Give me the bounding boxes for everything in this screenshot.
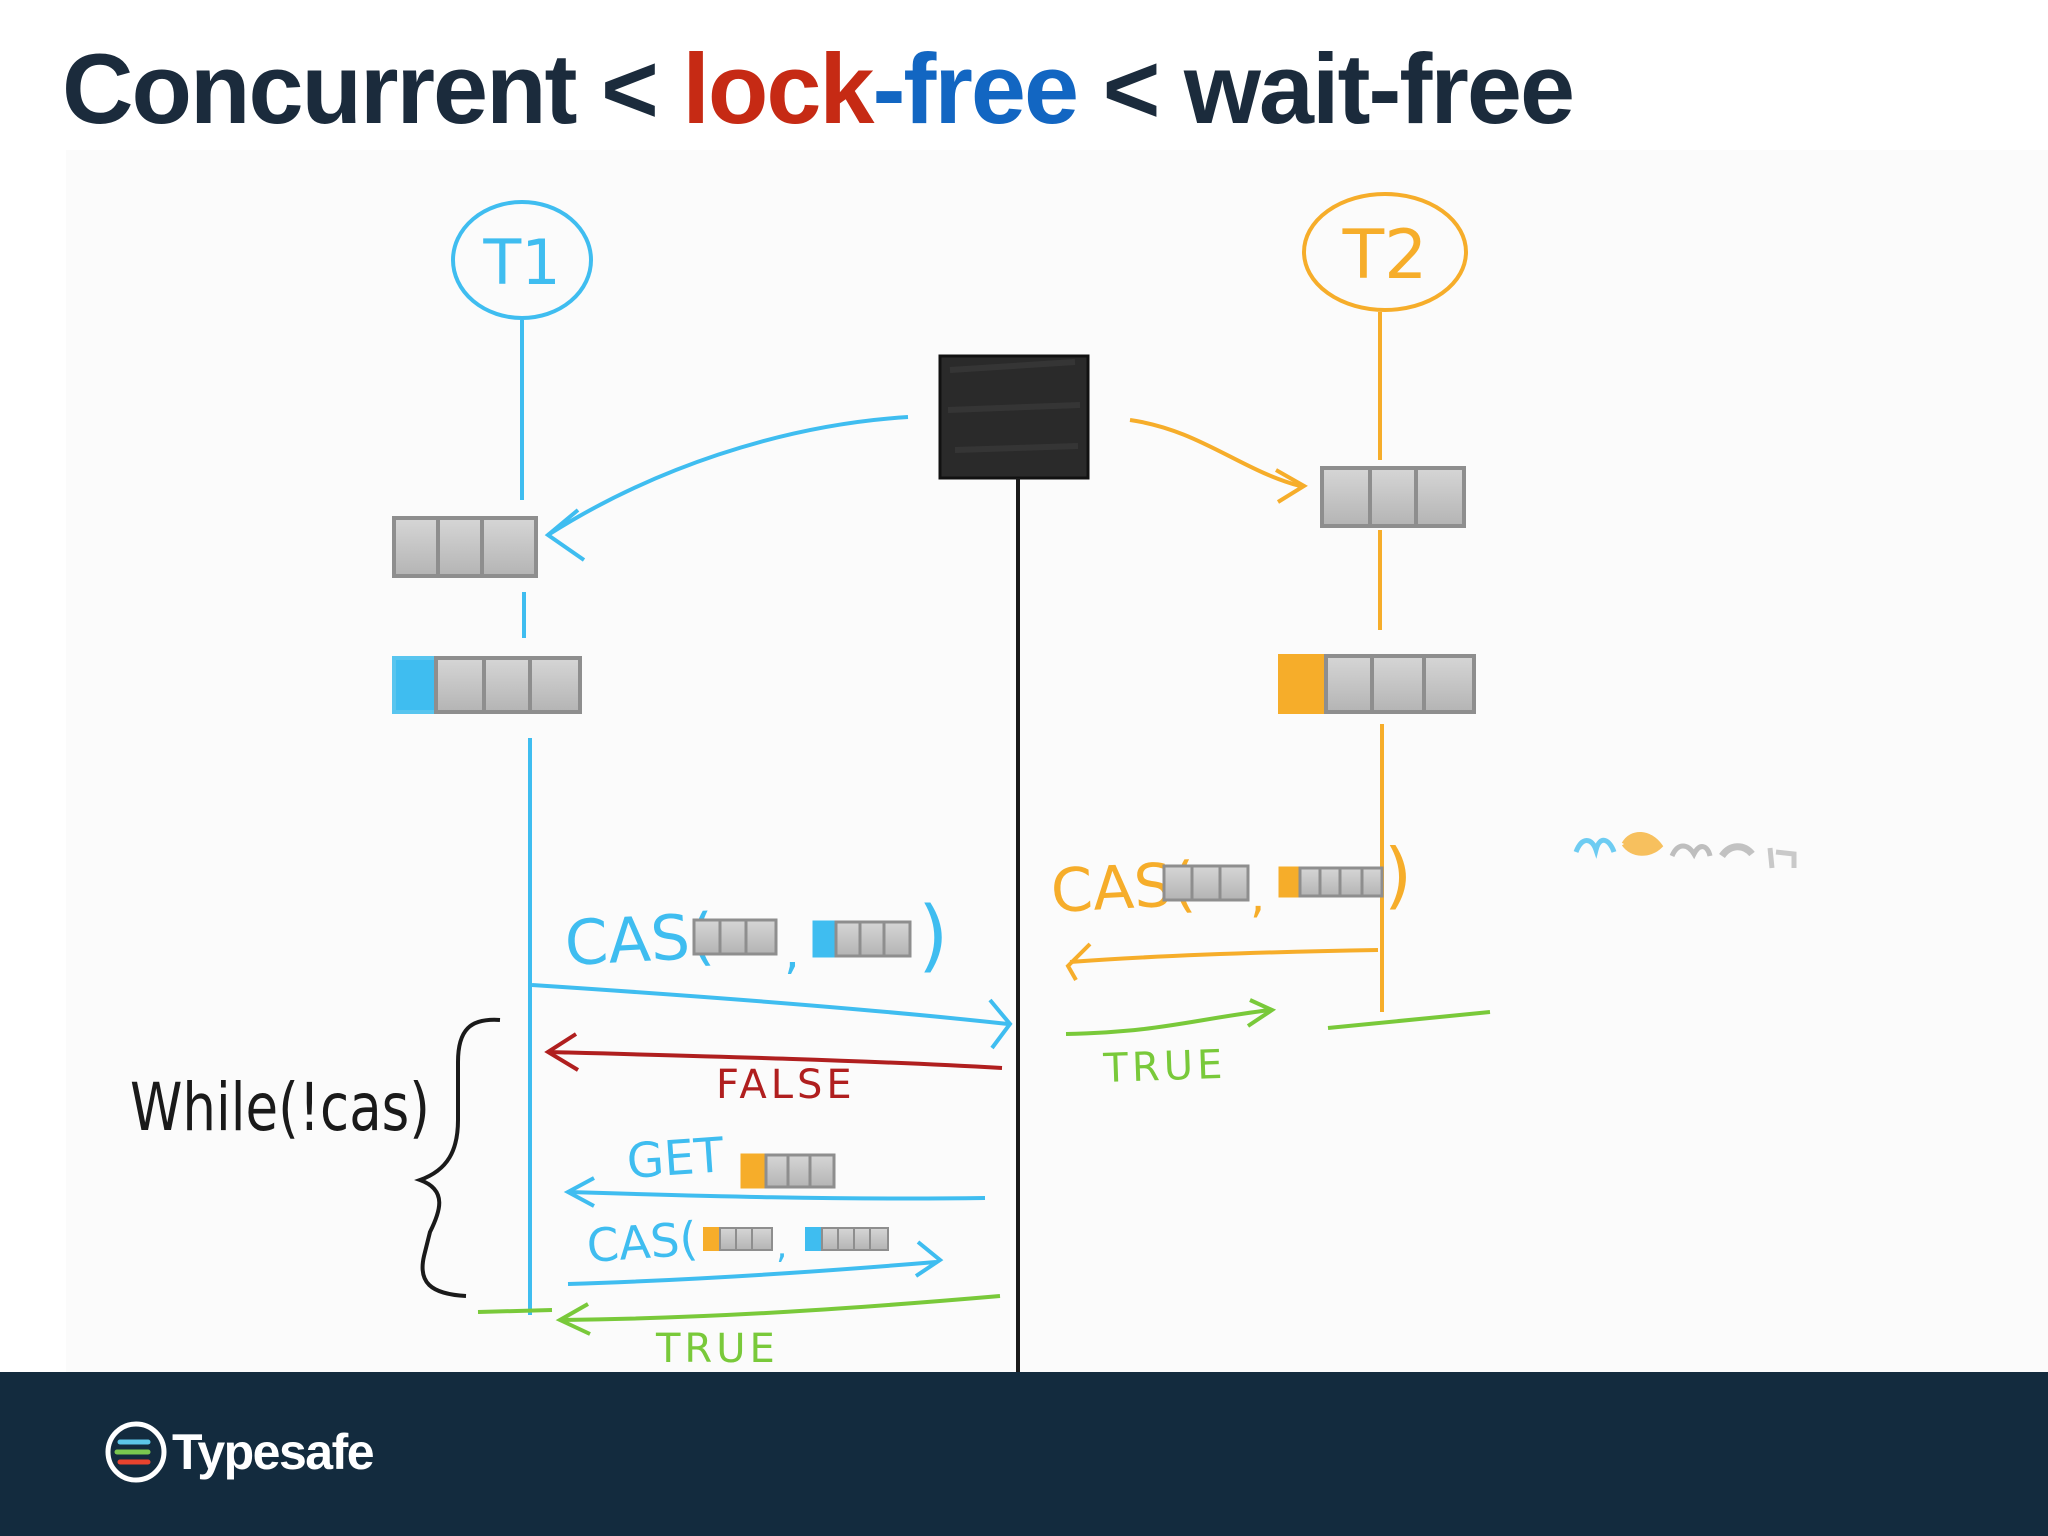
thread1-get-cells (740, 1153, 836, 1189)
concurrency-diagram: T1 CAS( (130, 192, 1797, 1372)
thread2-cas-old-cells (1162, 864, 1250, 902)
loop-label: While(!cas) (130, 1069, 430, 1146)
thread2-snapshot-cells (1320, 466, 1466, 528)
thread2: T2 CAS( (1049, 192, 1491, 1092)
thread1: T1 CAS( (392, 200, 1013, 1372)
thread2-new-cells (1278, 654, 1476, 714)
typesafe-brand-name: Typesafe (172, 1424, 375, 1480)
thread1-false-label: FALSE (716, 1062, 856, 1108)
thread1-cas-close: ) (918, 891, 948, 981)
typesafe-logo: Typesafe (104, 1420, 375, 1484)
title-wait-free: < wait-free (1077, 33, 1575, 144)
footer-bar: Typesafe (0, 1372, 2048, 1536)
loop-annotation: While(!cas) (130, 1017, 501, 1298)
title-lock: lock (682, 33, 874, 144)
shared-memory-box (938, 354, 1090, 480)
thread1-cas-arrow (531, 983, 1009, 1026)
thread1-cas-old-cells (692, 918, 778, 956)
thread2-cas-new-cells (1278, 866, 1384, 898)
thread1-true-label: TRUE (655, 1326, 779, 1372)
thread1-get-arrowhead (563, 1176, 595, 1208)
faint-scribbles (1573, 832, 1797, 869)
thread2-end-bar (1327, 1010, 1491, 1030)
thread2-read-arrow (1129, 418, 1301, 488)
thread1-cas2-old-cells (703, 1227, 773, 1251)
thread2-cas-arrowhead (1065, 942, 1092, 981)
thread1-true-arrow (561, 1294, 1001, 1322)
thread1-cas-comma: , (784, 922, 800, 980)
thread1-bubble (451, 200, 593, 320)
thread2-read-arrowhead (1275, 468, 1308, 504)
title-concurrent: Concurrent < (62, 33, 683, 144)
thread1-cas-label: CAS( (563, 899, 716, 980)
typesafe-logo-icon (105, 1421, 167, 1483)
thread2-cas-close: ) (1384, 833, 1412, 917)
thread2-true-label: TRUE (1102, 1042, 1227, 1092)
thread1-new-cells (392, 656, 582, 714)
thread2-bubble (1302, 192, 1468, 312)
thread1-label: T1 (482, 226, 560, 299)
thread1-get-arrow (567, 1190, 986, 1201)
thread1-true-arrowhead (555, 1302, 591, 1336)
thread1-read-arrow (546, 415, 909, 537)
thread1-cas2-arrow (567, 1260, 937, 1286)
thread1-false-arrow (547, 1050, 1003, 1070)
thread1-cas-arrowhead (988, 998, 1013, 1050)
thread2-cas-arrow (1069, 948, 1379, 964)
thread1-cas2-comma: , (776, 1226, 787, 1267)
thread1-cas2-label: CAS( (585, 1211, 699, 1273)
thread1-snapshot-cells (392, 516, 538, 578)
thread1-false-arrowhead (544, 1032, 580, 1072)
thread2-label: T2 (1342, 216, 1428, 295)
thread1-read-arrowhead (544, 508, 586, 562)
slide-title: Concurrent < lock-free < wait-free (62, 30, 1575, 149)
title-free: -free (872, 33, 1079, 144)
thread2-true-arrowhead (1246, 998, 1277, 1028)
thread1-cas-new-cells (812, 920, 912, 958)
thread2-true-arrow (1065, 1008, 1271, 1036)
thread1-cas2-new-cells (805, 1227, 889, 1251)
thread2-cas-comma: , (1250, 868, 1265, 924)
thread1-end-bar (477, 1308, 553, 1314)
thread1-get-label: GET (625, 1127, 726, 1190)
loop-brace (414, 1017, 501, 1298)
thread1-cas2-arrowhead (914, 1240, 944, 1278)
diagram-background (66, 150, 2048, 1372)
